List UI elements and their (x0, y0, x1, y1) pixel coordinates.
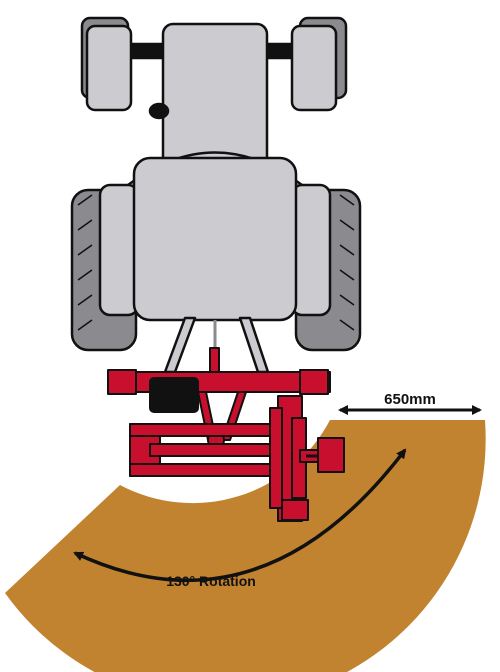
tractor-icon (70, 16, 362, 374)
curved-double-arrow-icon (73, 448, 407, 582)
swept-rotation-area (5, 420, 486, 672)
reach-dimension-label: 650mm (384, 391, 436, 408)
rotation-label: 130° Rotation (166, 573, 256, 589)
